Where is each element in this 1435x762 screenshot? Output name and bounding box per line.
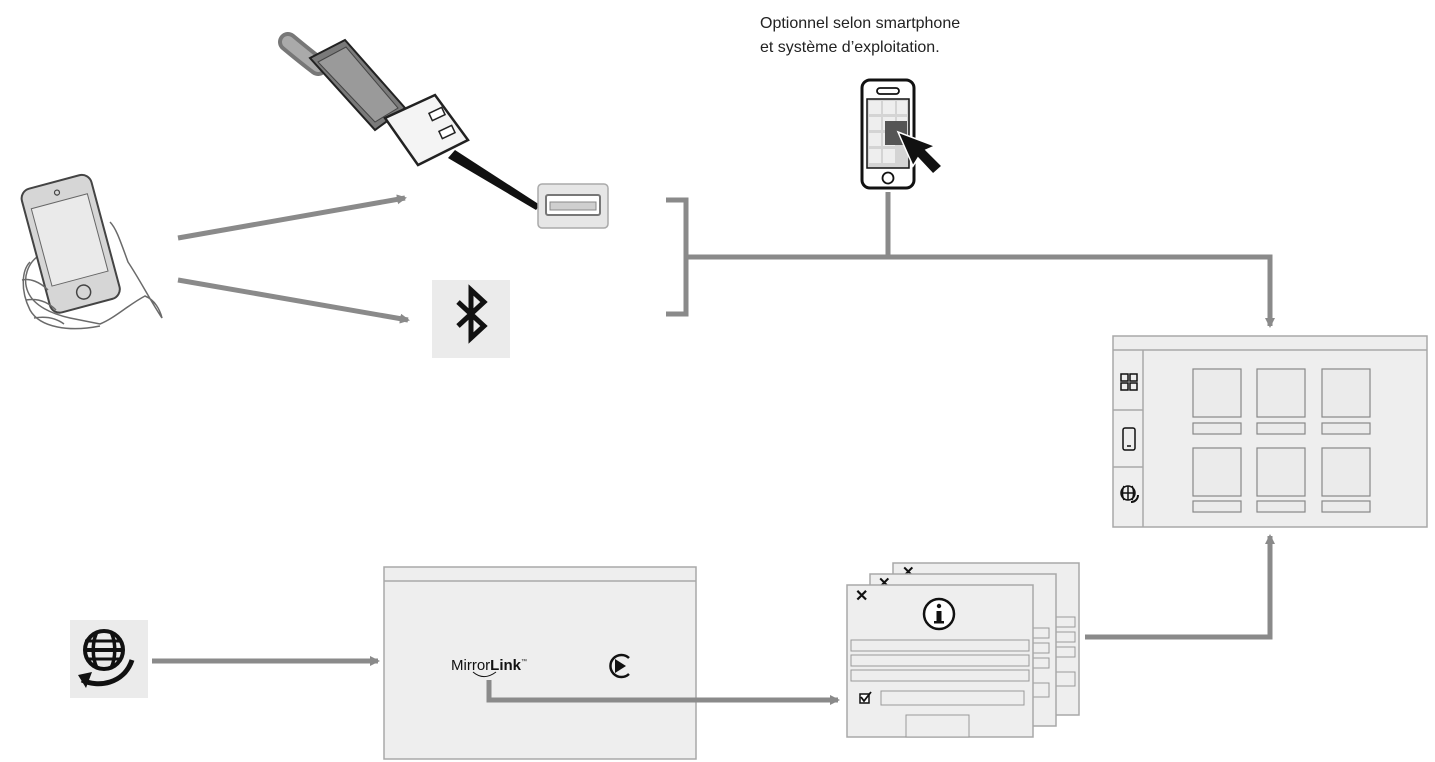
home-screen-panel — [1112, 335, 1428, 528]
arrow-to-bluetooth — [177, 277, 410, 324]
bluetooth-icon — [432, 280, 510, 358]
optional-note-line2: et système d’exploitation. — [760, 39, 940, 56]
mirrorlink-screen-panel: MirrorLink™ — [383, 566, 697, 760]
popup-stack: ✕ ✕ ✕ — [846, 562, 1080, 738]
arrow-popups-to-home — [1085, 534, 1275, 640]
checkbox-icon — [859, 691, 872, 704]
mirrorlink-logo: MirrorLink™ — [451, 657, 527, 674]
smartphone-touch-icon — [860, 78, 944, 190]
bracket — [666, 197, 689, 317]
smartphone-in-hand-icon — [20, 173, 163, 330]
arrow-to-popups — [486, 680, 840, 705]
phone-icon — [1122, 427, 1136, 451]
usb-plug-icon — [278, 32, 540, 210]
optional-note: Optionnel selon smartphone et système d’… — [760, 12, 960, 60]
mirrorlink-logo-tm: ™ — [521, 658, 527, 665]
arrow-to-usb — [177, 194, 407, 241]
arrow-to-home-screen — [686, 254, 1275, 328]
grid-icon — [1120, 373, 1138, 391]
connect-apps-icon — [70, 620, 148, 698]
close-icon: ✕ — [855, 588, 868, 605]
usb-port-icon — [537, 183, 609, 229]
connect-apps-icon-small — [1120, 485, 1139, 503]
mirrorlink-logo-part1: Mirror — [451, 657, 490, 674]
play-icon — [609, 653, 630, 679]
info-icon — [922, 597, 956, 631]
optional-note-line1: Optionnel selon smartphone — [760, 15, 961, 32]
mirrorlink-logo-part2: Link — [490, 657, 521, 674]
